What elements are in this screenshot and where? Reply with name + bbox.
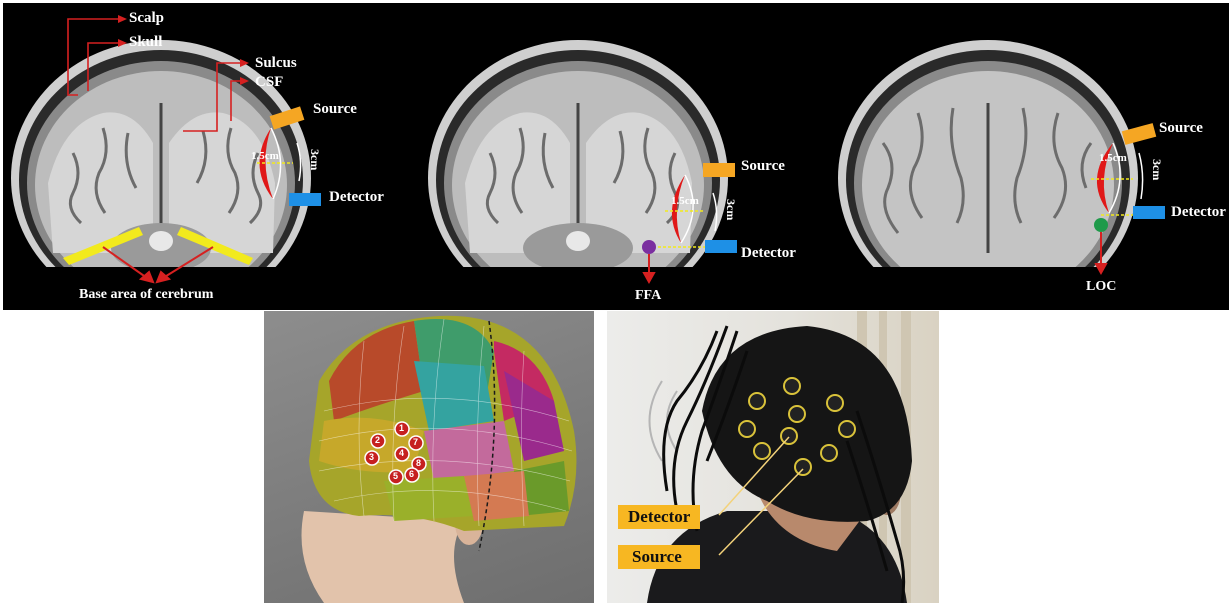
label-3cm: 3cm (725, 199, 737, 220)
label-detector: Detector (1171, 205, 1226, 220)
label-loc: LOC (1086, 280, 1116, 294)
fnirs-cap-photo: Detector Source (607, 311, 939, 603)
label-source: Source (741, 159, 785, 174)
mri-coronal-slice-2 (413, 3, 823, 310)
head-model (264, 311, 594, 603)
mri-panel-loc: Source Detector 3cm 1.5cm LOC (823, 3, 1229, 310)
label-ffa: FFA (635, 289, 661, 303)
optode-number-8: 8 (416, 459, 421, 468)
label-scalp: Scalp (129, 11, 164, 26)
label-source: Source (618, 545, 700, 569)
optode-number-7: 7 (413, 438, 418, 447)
label-1-5cm: 1.5cm (671, 196, 699, 207)
label-csf: CSF (255, 75, 283, 90)
label-3cm: 3cm (309, 149, 321, 170)
label-source: Source (1159, 121, 1203, 136)
head-atlas-render: 1 2 3 4 5 6 7 8 (264, 311, 594, 603)
optode-number-1: 1 (399, 424, 404, 433)
label-1-5cm: 1.5cm (1099, 153, 1127, 164)
label-base-area: Base area of cerebrum (79, 288, 213, 302)
label-3cm: 3cm (1151, 159, 1163, 180)
mri-panel-ffa: Source Detector 3cm 1.5cm FFA (413, 3, 823, 310)
optode-number-3: 3 (369, 453, 374, 462)
label-detector: Detector (741, 246, 796, 261)
label-detector: Detector (618, 505, 700, 529)
label-1-5cm: 1.5cm (251, 151, 279, 162)
optode-number-4: 4 (399, 449, 404, 458)
optode-number-6: 6 (409, 470, 414, 479)
mri-panel-anatomy: Scalp Skull Sulcus CSF Source Detector 3… (3, 3, 413, 310)
label-source: Source (313, 102, 357, 117)
label-skull: Skull (129, 35, 162, 50)
mri-coronal-slice-3 (823, 3, 1229, 310)
optode-number-5: 5 (393, 472, 398, 481)
label-detector: Detector (329, 190, 384, 205)
optode-number-2: 2 (375, 436, 380, 445)
label-sulcus: Sulcus (255, 56, 297, 71)
mri-coronal-slice-1 (3, 3, 413, 310)
